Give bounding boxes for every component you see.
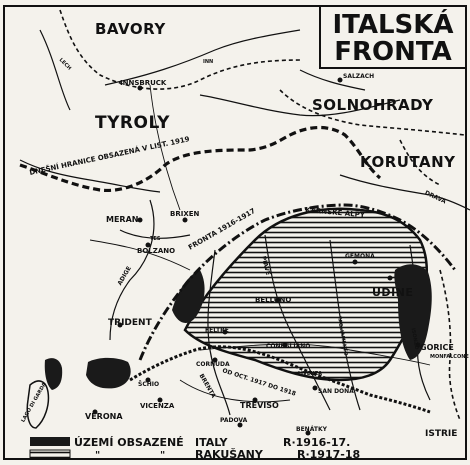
- river-piave-label: PIAVE: [260, 255, 272, 276]
- region-tyroly: TYROLY: [95, 113, 170, 133]
- city-vicenza: VICENZA: [140, 402, 175, 410]
- marker-innsbruck: [137, 85, 143, 91]
- city-salzach: SALZACH: [343, 73, 374, 80]
- river-brenta: [207, 249, 231, 416]
- river-salzach: [299, 69, 366, 91]
- border-1919: [19, 125, 382, 193]
- marker-trident: [117, 322, 123, 328]
- city-udine: UDINE: [372, 286, 413, 299]
- river-adige-label: ADIGE: [116, 265, 133, 287]
- city-istrie: ISTRIE: [425, 429, 457, 439]
- city-innsbruck: INNSBRUCK: [120, 79, 167, 87]
- legend-occupied-label: ÚZEMÍ OBSAZENÉ: [74, 436, 184, 449]
- front-1916: [138, 203, 457, 361]
- marker-udine: [387, 275, 393, 281]
- city-padova: PADOVA: [220, 417, 248, 424]
- marker-treviso: [252, 397, 258, 403]
- marker-benatky: [305, 430, 311, 436]
- region-solnohrady: SOLNOHRADY: [312, 96, 434, 114]
- city-gemona: GEMONA: [345, 253, 375, 260]
- city-san-dona: SAN DONA: [318, 388, 354, 395]
- river-drava-label: DRAVA: [423, 189, 447, 205]
- legend-period-austria: R·1917-18: [297, 448, 360, 461]
- region-korutany: KORUTANY: [360, 153, 456, 171]
- river-livenza-label: LIVENZA: [298, 371, 322, 377]
- city-belluno: BELLUNO: [255, 296, 291, 304]
- border-1919-label: DNEŠNÍ HRANICE OBSAZENÁ V LIST. 1919: [29, 134, 191, 177]
- legend-ditto-1: ": [95, 450, 100, 461]
- lake-garda: [26, 380, 50, 429]
- occupied-south-west: [86, 357, 131, 389]
- map-title-line2: FRONTA: [334, 37, 451, 67]
- city-benatky: BENÁTKY: [296, 426, 328, 433]
- legend-owner-italy: ITALY: [195, 436, 229, 449]
- marker-brixen: [182, 217, 188, 223]
- river-lech: [39, 29, 71, 111]
- map-frame: [3, 5, 467, 460]
- occupied-trentino: [172, 270, 205, 323]
- city-conegliano: CONEGLIANO: [266, 343, 310, 350]
- marker-schio: [145, 377, 151, 383]
- state-borders: [59, 9, 466, 421]
- marker-cornuda: [212, 357, 218, 363]
- river-tes-label: TES: [150, 236, 161, 242]
- city-treviso: TREVISO: [240, 401, 279, 410]
- legend-owner-austria: RAKUŠANY: [195, 448, 264, 461]
- city-cornuda: CORNUDA: [196, 361, 230, 368]
- city-schio: ŠCHIO: [138, 381, 159, 388]
- marker-verona: [92, 409, 98, 415]
- city-monfalcone: MONFALCONE: [430, 354, 469, 360]
- front-1917: [129, 345, 431, 414]
- marker-salzach: [337, 77, 343, 83]
- river-isonzo-label: ISONZO: [410, 328, 420, 350]
- city-trident: TRIDENT: [108, 318, 153, 328]
- occupied-isonzo: [394, 264, 432, 360]
- river-inn: [104, 29, 301, 86]
- italian-occupied-zones: [44, 264, 432, 390]
- occupied-west: [44, 358, 63, 390]
- marker-feltre: [222, 329, 228, 335]
- marker-san-dona: [312, 385, 318, 391]
- river-drava: [339, 174, 470, 211]
- city-gorice: GORICE: [420, 343, 454, 352]
- river-upper: [199, 94, 401, 117]
- marker-belluno: [275, 297, 281, 303]
- marker-gemona: [352, 259, 358, 265]
- title-box: ITALSKÁ FRONTA: [319, 5, 467, 69]
- river-brenta-label: BRENTA: [198, 373, 218, 400]
- river-adige: [109, 199, 155, 341]
- marker-vicenza: [157, 397, 163, 403]
- city-meran: MERAN: [106, 215, 138, 224]
- city-bolzano: BOLZANO: [137, 247, 175, 255]
- river-west: [19, 159, 161, 193]
- legend-swatch-italy: [30, 437, 70, 446]
- city-brixen: BRIXEN: [170, 210, 200, 218]
- legend-ditto-2: ": [160, 450, 165, 461]
- marker-meran: [137, 217, 143, 223]
- city-markers: [92, 77, 421, 436]
- river-inn-label: INN: [203, 59, 213, 65]
- city-verona: VERONA: [85, 412, 123, 421]
- river-lech-label: LECH: [58, 57, 72, 71]
- city-feltre: FELTRE: [205, 327, 229, 334]
- river-eisack: [119, 229, 191, 239]
- marker-padova: [237, 422, 243, 428]
- map-title-line1: ITALSKÁ: [332, 8, 453, 40]
- region-bavory: BAVORY: [95, 20, 166, 38]
- marker-conegliano: [282, 342, 288, 348]
- legend: ÚZEMÍ OBSAZENÉ ITALY R·1916-17. " " RAKU…: [29, 436, 360, 461]
- legend-swatch-austria: [29, 449, 71, 459]
- legend-period-italy: R·1916-17.: [283, 436, 350, 449]
- marker-bolzano: [145, 242, 151, 248]
- marker-gorice: [415, 342, 421, 348]
